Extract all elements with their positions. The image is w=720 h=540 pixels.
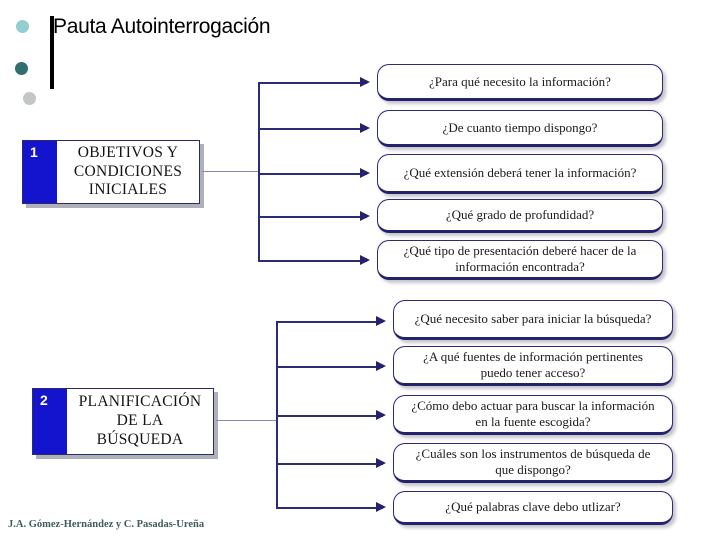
question-pill-2-3[interactable]: ¿Cómo debo actuar para buscar la informa… <box>393 395 673 435</box>
arrow-icon-1-1 <box>360 77 370 87</box>
connector-branch-1-3 <box>258 173 367 175</box>
question-pill-1-5[interactable]: ¿Qué tipo de presentación deberé hacer d… <box>377 240 663 280</box>
connector-branch-2-4 <box>276 463 383 465</box>
arrow-icon-2-1 <box>376 316 386 326</box>
connector-branch-2-5 <box>276 507 383 509</box>
footer-credit: J.A. Gómez-Hernández y C. Pasadas-Ureña <box>8 519 205 530</box>
arrow-icon-1-4 <box>360 211 370 221</box>
question-pill-1-2[interactable]: ¿De cuanto tiempo dispongo? <box>377 110 663 147</box>
connector-stem-1 <box>202 171 260 173</box>
page-title: Pauta Autointerrogación <box>53 15 271 38</box>
stage-label-1: OBJETIVOS Y CONDICIONES INICIALES <box>73 143 183 199</box>
question-pill-1-3[interactable]: ¿Qué extensión deberá tener la informaci… <box>377 154 663 194</box>
arrow-icon-1-2 <box>360 123 370 133</box>
question-pill-2-4[interactable]: ¿Cuáles son los instrumentos de búsqueda… <box>393 443 673 483</box>
question-pill-2-1[interactable]: ¿Qué necesito saber para iniciar la búsq… <box>393 300 673 340</box>
connector-stem-2 <box>216 420 278 422</box>
connector-branch-2-2 <box>276 366 383 368</box>
stage-number-1: 1 <box>23 141 57 203</box>
connector-branch-1-5 <box>258 260 367 262</box>
connector-trunk-2 <box>276 321 278 508</box>
decorative-dot-gray-icon <box>23 92 36 105</box>
question-pill-2-5[interactable]: ¿Qué palabras clave debo utlizar? <box>393 491 673 525</box>
stage-number-2: 2 <box>33 389 67 454</box>
title-rule <box>50 16 54 89</box>
connector-branch-1-4 <box>258 216 367 218</box>
arrow-icon-2-4 <box>376 458 386 468</box>
arrow-icon-1-3 <box>360 168 370 178</box>
arrow-icon-2-2 <box>376 361 386 371</box>
decorative-dot-teal-light-icon <box>16 20 29 33</box>
connector-branch-1-2 <box>258 128 367 130</box>
arrow-icon-1-5 <box>360 255 370 265</box>
connector-branch-1-1 <box>258 82 367 84</box>
question-pill-2-2[interactable]: ¿A qué fuentes de información pertinente… <box>393 346 673 386</box>
connector-branch-2-1 <box>276 321 383 323</box>
stage-block-1[interactable]: 1 OBJETIVOS Y CONDICIONES INICIALES <box>22 140 200 204</box>
question-pill-1-1[interactable]: ¿Para qué necesito la información? <box>377 64 663 101</box>
stage-label-2: PLANIFICACIÓN DE LA BÚSQUEDA <box>78 393 202 448</box>
decorative-dot-teal-dark-icon <box>15 62 28 75</box>
connector-branch-2-3 <box>276 415 383 417</box>
connector-trunk-1 <box>258 82 260 261</box>
stage-block-2[interactable]: 2 PLANIFICACIÓN DE LA BÚSQUEDA <box>32 388 214 455</box>
question-pill-1-4[interactable]: ¿Qué grado de profundidad? <box>377 199 663 233</box>
arrow-icon-2-5 <box>376 502 386 512</box>
arrow-icon-2-3 <box>376 410 386 420</box>
